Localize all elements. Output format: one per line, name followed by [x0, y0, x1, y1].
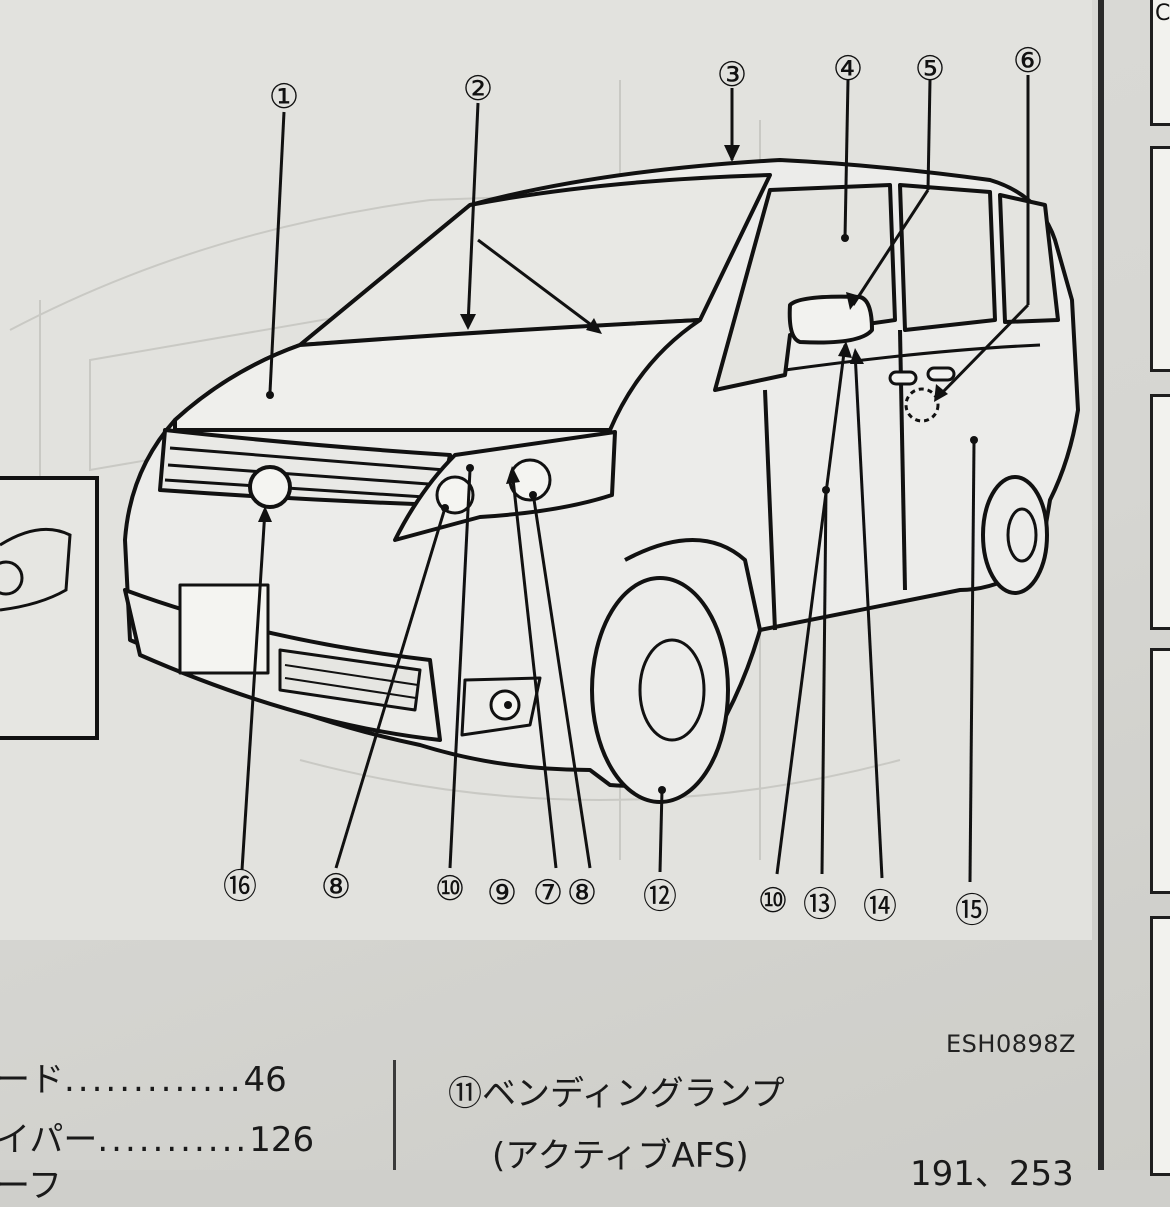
- callout-4: ④: [833, 49, 863, 89]
- index-entry-left-2-page: 126: [249, 1120, 315, 1160]
- vehicle-illustration-panel: ① ② ③ ④ ⑤ ⑥ ⑯ ⑧ ⑩ ⑨ ⑦ ⑧ ⑫ ⑩ ⑬ ⑭ ⑮: [0, 0, 1092, 940]
- callout-8-left: ⑧: [321, 867, 351, 907]
- index-entry-left-3-label: ーフ: [0, 1166, 62, 1206]
- section-tab-2: [1150, 146, 1170, 372]
- leader-arrowheads: [258, 145, 978, 794]
- inset-detail-box: [0, 476, 99, 740]
- callout-2: ②: [463, 69, 493, 109]
- callout-10-right: ⑩: [758, 881, 788, 921]
- index-entry-left-3: ーフ: [0, 1158, 62, 1207]
- section-tab-5: [1150, 916, 1170, 1176]
- section-tabs: C: [1150, 0, 1170, 1176]
- page-edge-rule: [1098, 0, 1104, 1170]
- callout-3: ③: [717, 55, 747, 95]
- callout-6: ⑥: [1013, 41, 1043, 81]
- callout-8-right: ⑧: [567, 873, 597, 913]
- callout-12: ⑫: [643, 877, 677, 917]
- section-tab-3: [1150, 394, 1170, 630]
- index-entry-right-2-label: (アクティブAFS): [492, 1136, 749, 1176]
- index-entry-left-1: ード.............46: [0, 1052, 287, 1101]
- callout-1: ①: [269, 77, 299, 117]
- callout-16: ⑯: [223, 867, 257, 907]
- index-entry-right-2-page: 191、253: [910, 1146, 1074, 1195]
- index-entry-right-2: (アクティブAFS): [492, 1128, 749, 1177]
- callout-10-left: ⑩: [435, 869, 465, 909]
- callout-14: ⑭: [863, 887, 897, 927]
- column-divider: [393, 1060, 396, 1170]
- index-entry-left-1-page: 46: [243, 1060, 287, 1100]
- callout-labels: ① ② ③ ④ ⑤ ⑥ ⑯ ⑧ ⑩ ⑨ ⑦ ⑧ ⑫ ⑩ ⑬ ⑭ ⑮: [223, 41, 1043, 931]
- index-entry-right-1-label: ⑪ベンディングランプ: [448, 1074, 785, 1114]
- index-entry-left-2-label: イパー: [0, 1120, 98, 1160]
- leader-lines: [240, 75, 1030, 883]
- section-tab-1: C: [1150, 0, 1170, 126]
- callout-7: ⑦: [533, 873, 563, 913]
- figure-code: ESH0898Z: [946, 1030, 1076, 1058]
- callout-5: ⑤: [915, 49, 945, 89]
- section-tab-1-glyph: C: [1155, 1, 1170, 26]
- index-entry-left-2: イパー...........126: [0, 1112, 314, 1161]
- index-entry-right-1: ⑪ベンディングランプ: [448, 1066, 785, 1115]
- index-entry-left-1-label: ード: [0, 1060, 64, 1100]
- section-tab-4: [1150, 648, 1170, 894]
- car-body: [123, 158, 1080, 804]
- index-entry-right-2-page-value: 191、253: [910, 1154, 1074, 1194]
- callout-9: ⑨: [487, 873, 517, 913]
- vehicle-line-drawing: ① ② ③ ④ ⑤ ⑥ ⑯ ⑧ ⑩ ⑨ ⑦ ⑧ ⑫ ⑩ ⑬ ⑭ ⑮: [0, 41, 1080, 931]
- callout-13: ⑬: [803, 885, 837, 925]
- callout-15: ⑮: [955, 891, 989, 931]
